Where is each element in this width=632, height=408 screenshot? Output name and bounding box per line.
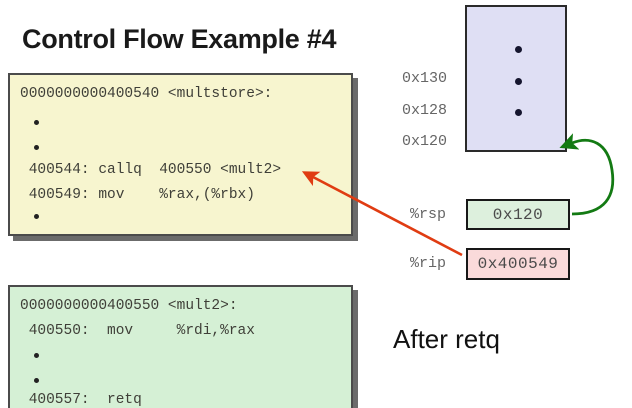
address-label-0x120: 0x120 bbox=[402, 133, 448, 150]
register-label-rsp: %rsp bbox=[410, 206, 447, 223]
memory-ellipsis-dot bbox=[515, 78, 522, 85]
arrow-rsp-to-stack-slot bbox=[559, 133, 615, 216]
memory-ellipsis-dot bbox=[515, 46, 522, 53]
address-label-0x130: 0x130 bbox=[402, 70, 448, 87]
ellipsis-dot bbox=[34, 145, 39, 150]
register-label-rip: %rip bbox=[410, 255, 447, 272]
stack-memory-box bbox=[465, 5, 567, 152]
ellipsis-dot bbox=[34, 214, 39, 219]
register-value-rip: 0x400549 bbox=[466, 248, 570, 280]
code-line: 400550: mov %rdi,%rax bbox=[20, 323, 255, 339]
code-block-multstore: 0000000000400540 <multstore>: 400544: ca… bbox=[8, 73, 353, 236]
page-title: Control Flow Example #4 bbox=[22, 24, 337, 54]
address-label-0x128: 0x128 bbox=[402, 102, 448, 119]
memory-ellipsis-dot bbox=[515, 109, 522, 116]
code-line: 0000000000400540 <multstore>: bbox=[20, 86, 273, 102]
code-line: 400544: callq 400550 <mult2> bbox=[20, 162, 282, 178]
code-line: 400549: mov %rax,(%rbx) bbox=[20, 187, 255, 203]
code-line: 400557: retq bbox=[20, 392, 142, 408]
caption-after-retq: After retq bbox=[393, 324, 500, 354]
code-block-mult2: 0000000000400550 <mult2>: 400550: mov %r… bbox=[8, 285, 353, 408]
register-value-rsp: 0x120 bbox=[466, 199, 570, 230]
ellipsis-dot bbox=[34, 353, 39, 358]
code-line: 0000000000400550 <mult2>: bbox=[20, 298, 238, 314]
ellipsis-dot bbox=[34, 378, 39, 383]
ellipsis-dot bbox=[34, 120, 39, 125]
